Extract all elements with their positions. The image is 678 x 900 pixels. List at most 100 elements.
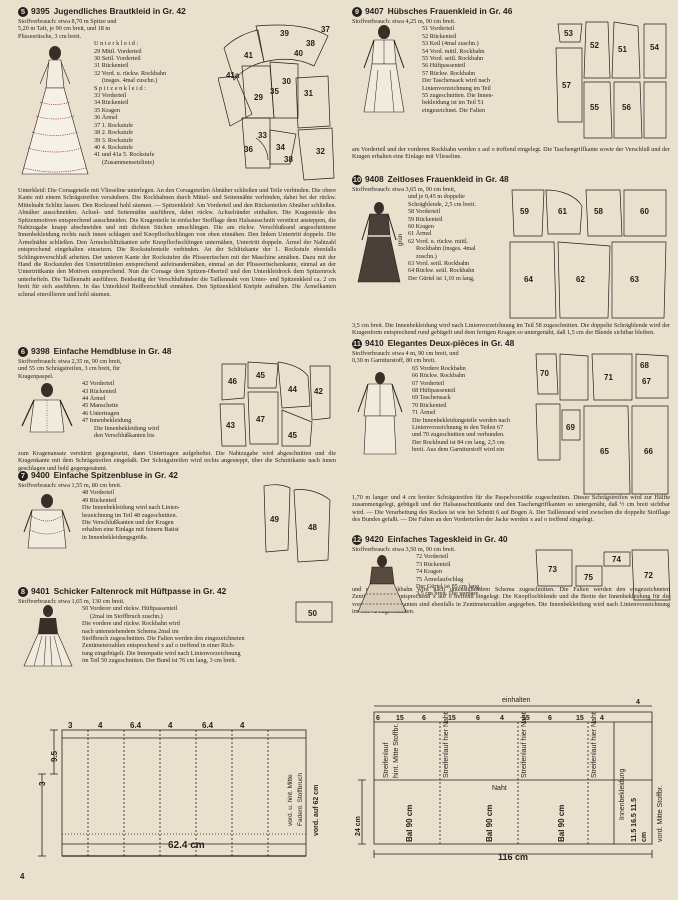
- piece-number: 48: [308, 523, 317, 532]
- piece-number: 68: [640, 361, 649, 370]
- length-label: Bal 90 cm: [405, 805, 414, 842]
- piece-item: 72 Vorderteil: [416, 553, 449, 561]
- piece-number: 61: [558, 207, 567, 216]
- piece-item: Die Verschlußkanten und der Kragen: [82, 519, 174, 527]
- pattern-code: 9420: [365, 534, 384, 544]
- measure-label: 6.4: [130, 721, 142, 730]
- grain-label-s10: grün: [398, 234, 404, 246]
- piece-item: Die Innenbekleidung wird nach Linien-: [82, 504, 180, 512]
- pattern-diagram-9407: 53 52 54 51 55 56 57: [552, 18, 670, 146]
- pattern-code: 9408: [365, 174, 384, 184]
- two-piece-illustration: [357, 372, 403, 455]
- piece-number: 74: [612, 555, 621, 564]
- piece-item: 61 Ärmel: [408, 230, 432, 238]
- instructions-text: am Vorderteil und der vorderen Rockbahn …: [352, 146, 670, 161]
- section-number: 8: [18, 587, 28, 597]
- piece-item: 44 Ärmel: [82, 395, 106, 403]
- piece-item: 70 Rückenteil: [412, 401, 447, 409]
- piece-item: 64 Rückw. seitl. Rockbahn: [408, 267, 475, 275]
- piece-item: 51 Vorderteil: [422, 25, 455, 33]
- piece-item: Linienvorzeichnung im Teil: [422, 84, 491, 92]
- pattern-diagram-9420: 73 75 74 72: [532, 546, 672, 604]
- piece-item: 34 Rückenteil: [94, 99, 129, 107]
- section-number: 11: [352, 339, 362, 349]
- measure-label: 15: [576, 715, 584, 722]
- piece-number: 33: [258, 131, 267, 140]
- fabric-line: und 55 cm Schrägstreifen, 3 cm breit, fü…: [18, 365, 120, 373]
- piece-number: 45: [256, 371, 265, 380]
- width-dimension: 62.4 cm: [168, 840, 205, 851]
- dress-illustration: [363, 25, 405, 113]
- cutting-layout-dress: einhalten 6 15 6 15 6 4 15 6 15 4 4 Stre…: [355, 697, 664, 862]
- piece-number: 34: [276, 143, 285, 152]
- bridal-dress-illustration: [21, 46, 89, 175]
- edge-label: vord. u. hint. Mitte: [287, 774, 294, 826]
- piece-number: 75: [584, 573, 593, 582]
- piece-item: zuschn.): [416, 252, 437, 260]
- piece-number: 64: [524, 275, 533, 284]
- piece-number: 35: [270, 87, 279, 96]
- piece-number: 51: [618, 45, 627, 54]
- fabric-line: Plisseerüsche, 3 cm breit.: [18, 32, 82, 40]
- piece-item: Die Innenbekleidungsteile werden nach: [412, 416, 511, 424]
- piece-item: breit. Aus dem Garniturstoff wird ein: [412, 446, 504, 454]
- piece-item: 71 Ärmel: [412, 409, 436, 417]
- piece-item: Der Gürtel ist 85 cm lang,: [416, 583, 481, 591]
- day-dress-illustration: [357, 555, 407, 613]
- fabric-line: Stoffverbrauch: etwa 1,55 m, 80 cm breit…: [18, 482, 122, 489]
- piece-item: 50 Vorderer und rückw. Hüftpassenteil: [82, 605, 178, 613]
- piece-item: 49 Rückenteil: [82, 496, 117, 504]
- pattern-diagram-9395: 37 39 38 40 41a 41 35 30 31 29 33 36: [218, 18, 336, 186]
- piece-number: 46: [228, 377, 237, 386]
- piece-item: 30 Seitl. Vorderteil: [94, 55, 141, 63]
- piece-item: 59 Rückenteil: [408, 215, 443, 223]
- edge-label: Fadenl. Stoffbruch: [297, 773, 304, 826]
- pattern-diagram-9401: 50: [294, 600, 334, 624]
- page-number: 4: [20, 872, 25, 881]
- edge-label: vord. Mitte Stoffbr.: [657, 785, 664, 842]
- piece-number: 45: [288, 431, 297, 440]
- piece-item: in Innenbekleidungsgröße.: [82, 533, 148, 541]
- piece-item: 37 1. Rockstufe: [94, 121, 134, 129]
- piece-item: 48 Vorderteil: [82, 489, 115, 497]
- piece-item: 42 Vorderteil: [82, 380, 115, 388]
- piece-item: (2mal im Stoffbruch zuschn.): [90, 612, 163, 620]
- piece-item: Zentimeterzahlen entsprechend x auf o tr…: [82, 642, 235, 650]
- pattern-code: 9407: [365, 6, 384, 16]
- section-number: 12: [352, 535, 362, 545]
- measure-label: 4: [168, 721, 173, 730]
- piece-number: 58: [594, 207, 603, 216]
- cutting-layout-skirt: 3 4 6.4 4 6.4 4 9.5 3 62.4 cm vord. u. h…: [38, 721, 320, 857]
- section-number: 7: [18, 471, 28, 481]
- fabric-line: Stoffverbrauch: etwa 1,65 m, 130 cm brei…: [18, 598, 125, 605]
- piece-item: 43 Rückenteil: [82, 387, 117, 395]
- piece-number: 52: [590, 41, 599, 50]
- piece-item: 3,5 cm breit. Die vordere: [416, 590, 479, 598]
- instructions-text: 1,70 m langer und 4 cm breiter Schrägstr…: [352, 494, 670, 524]
- piece-item: 45 Manschette: [82, 402, 119, 410]
- piece-number: 63: [630, 275, 639, 284]
- piece-item: eingezeichnet. Die Falten: [422, 106, 486, 114]
- measure-label: 4: [98, 721, 103, 730]
- piece-number: 36: [244, 145, 253, 154]
- piece-item: Rockbahn (insges. 4mal: [416, 245, 476, 253]
- pattern-code: 9398: [31, 346, 50, 356]
- instructions-text: zum Kragenansatz verstürzt gegengesetzt,…: [18, 450, 336, 472]
- section-title: Hübsches Frauenkleid in Gr. 46: [387, 6, 513, 16]
- measure-label: 6: [548, 715, 552, 722]
- piece-number: 32: [316, 147, 325, 156]
- measure-label: 6: [476, 715, 480, 722]
- seam-label: Naht: [492, 785, 507, 792]
- piece-item: 31 Rückenteil: [94, 62, 129, 70]
- section-title: Schicker Faltenrock mit Hüftpasse in Gr.…: [53, 586, 227, 596]
- blouse-illustration: [21, 383, 73, 433]
- piece-item: Der Gürtel ist 1,10 m lang,: [408, 274, 475, 282]
- piece-item: nach untenstehendem Schema 2mal im: [82, 627, 179, 635]
- piece-item: bekleidung ist im Teil 51: [422, 99, 484, 107]
- piece-item: 57 Rückw. Rockbahn: [422, 69, 476, 77]
- piece-item: 55 Vord. seitl. Rockbahn: [422, 55, 484, 63]
